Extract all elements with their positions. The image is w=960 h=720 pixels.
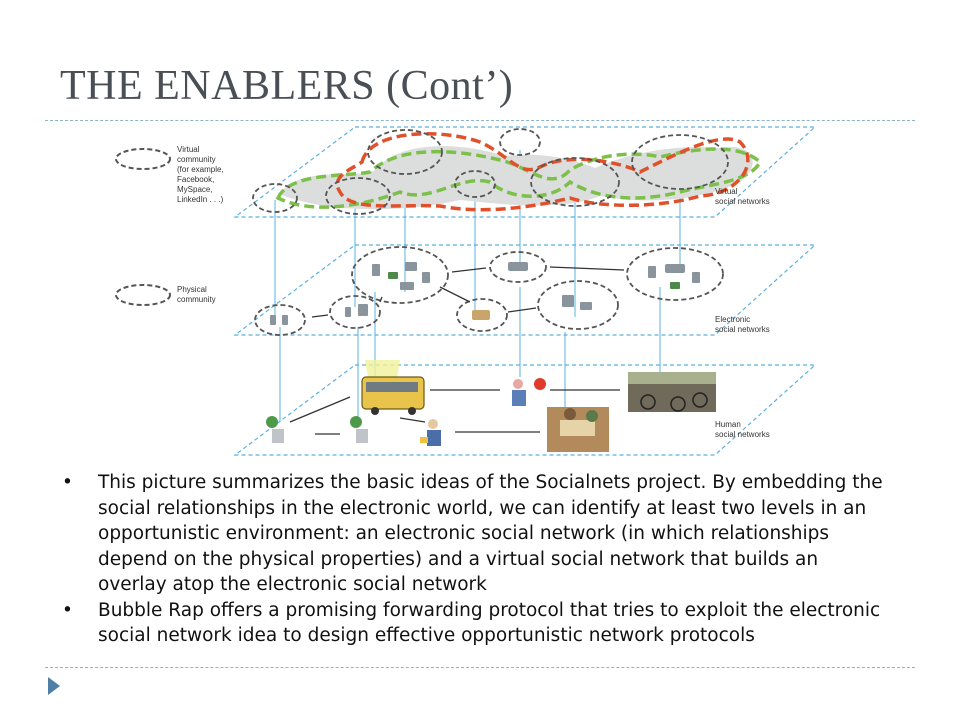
bullet-text: This picture summarizes the basic ideas … xyxy=(98,472,883,595)
legend-virtual-icon xyxy=(115,148,171,170)
slide-marker-arrow-icon xyxy=(48,677,60,695)
legend-physical-icon xyxy=(115,284,171,306)
human-plane xyxy=(233,364,817,456)
bullet-item: •This picture summarizes the basic ideas… xyxy=(62,472,883,595)
human-figures xyxy=(266,378,546,446)
virtual-community-green xyxy=(275,147,763,209)
bullet-text: Bubble Rap offers a promising forwarding… xyxy=(98,599,881,647)
electronic-devices xyxy=(270,262,700,325)
layer-label-electronic: Electronic social networks xyxy=(715,315,770,334)
layer-label-human: Human social networks xyxy=(715,420,770,439)
bullet-list: •This picture summarizes the basic ideas… xyxy=(60,470,890,649)
legend-virtual-label: Virtual community (for example, Facebook… xyxy=(177,145,226,204)
bus-picture xyxy=(361,376,425,410)
human-links xyxy=(289,389,620,435)
electronic-links xyxy=(311,266,625,318)
bottom-divider xyxy=(45,667,915,668)
top-divider xyxy=(45,120,915,121)
legend-physical-label: Physical community xyxy=(177,285,216,304)
electronic-communities xyxy=(254,246,724,336)
bullet-item: •Bubble Rap offers a promising forwardin… xyxy=(62,599,881,647)
layer-label-virtual: Virtual social networks xyxy=(715,187,770,206)
virtual-nodes xyxy=(252,128,729,215)
socialnets-diagram: Virtual community (for example, Facebook… xyxy=(115,126,817,456)
slide-title: THE ENABLERS (Cont’) xyxy=(60,63,514,109)
virtual-community-red xyxy=(335,131,750,212)
